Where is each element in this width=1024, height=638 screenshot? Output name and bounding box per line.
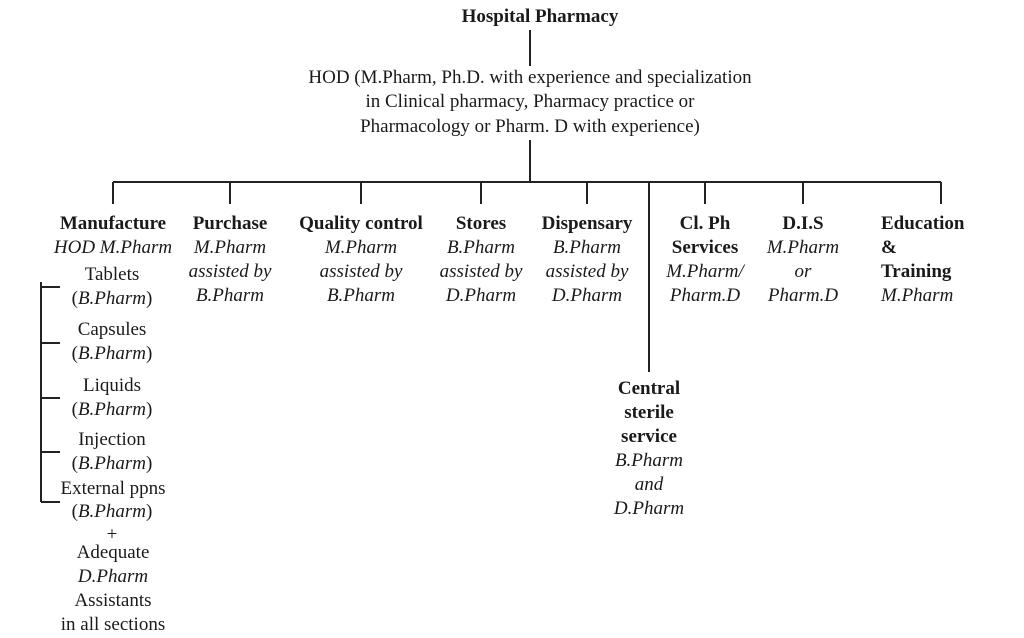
- section-capsules: Capsules: [77, 319, 147, 340]
- dept-purchase-staff-3: B.Pharm: [195, 285, 265, 306]
- dept-quality-control: Quality control M.Pharm assisted by B.Ph…: [286, 212, 436, 308]
- dept-css-staff-1: B.Pharm: [614, 450, 684, 471]
- dept-purchase: Purchase M.Pharm assisted by B.Pharm: [180, 212, 280, 308]
- dept-dispensary: Dispensary B.Pharm assisted by D.Pharm: [533, 212, 641, 308]
- dept-clinical-pharmacy-title-1: Cl. Ph: [679, 213, 731, 234]
- manufacture-note-2: D.Pharm: [77, 566, 149, 587]
- dept-clinical-pharmacy: Cl. Ph Services M.Pharm/ Pharm.D: [657, 212, 753, 308]
- dept-purchase-title: Purchase: [192, 213, 268, 234]
- dept-manufacture-head: HOD M.Pharm: [53, 237, 173, 258]
- dept-dis-title: D.I.S: [782, 213, 824, 234]
- hod-line-1: HOD (M.Pharm, Ph.D. with experience and …: [308, 67, 752, 88]
- dept-education-title-3: Training: [881, 261, 952, 282]
- dept-clinical-pharmacy-staff-2: Pharm.D: [669, 285, 741, 306]
- dept-clinical-pharmacy-staff-1: M.Pharm/: [666, 261, 744, 282]
- dept-css-title-1: Central: [617, 378, 681, 399]
- dept-central-sterile-service: Central sterile service B.Pharm and D.Ph…: [595, 377, 703, 521]
- dept-dispensary-staff-3: D.Pharm: [551, 285, 623, 306]
- section-capsules-staff: (B.Pharm): [71, 343, 153, 364]
- dept-education-staff-1: M.Pharm: [881, 285, 954, 306]
- dept-education-title-2: &: [881, 237, 897, 258]
- section-external-ppns-staff: (B.Pharm): [71, 501, 153, 522]
- dept-quality-control-title: Quality control: [299, 213, 423, 234]
- dept-dis: D.I.S M.Pharm or Pharm.D: [758, 212, 848, 308]
- dept-manufacture-title: Manufacture: [59, 213, 167, 234]
- dept-stores: Stores B.Pharm assisted by D.Pharm: [434, 212, 528, 308]
- section-injection: Injection: [78, 429, 146, 450]
- dept-stores-staff-3: D.Pharm: [445, 285, 517, 306]
- manufacture-note-1: Adequate: [76, 542, 150, 563]
- dept-dispensary-title: Dispensary: [541, 213, 633, 234]
- dept-education-title-1: Education: [881, 213, 965, 234]
- dept-education-training: Education & Training M.Pharm: [881, 212, 991, 308]
- dept-stores-staff-2: assisted by: [439, 261, 523, 282]
- section-liquids: Liquids: [82, 375, 142, 396]
- dept-dis-staff-2: or: [794, 261, 812, 282]
- dept-stores-staff-1: B.Pharm: [446, 237, 516, 258]
- dept-dispensary-staff-2: assisted by: [545, 261, 629, 282]
- section-tablets: Tablets: [84, 264, 140, 285]
- hod-line-2: in Clinical pharmacy, Pharmacy practice …: [365, 91, 695, 112]
- section-injection-staff: (B.Pharm): [71, 453, 153, 474]
- hod-line-3: Pharmacology or Pharm. D with experience…: [360, 116, 700, 137]
- section-tablets-staff: (B.Pharm): [71, 288, 153, 309]
- section-liquids-staff: (B.Pharm): [71, 399, 153, 420]
- dept-css-staff-2: and: [634, 474, 664, 495]
- dept-stores-title: Stores: [455, 213, 507, 234]
- dept-css-title-3: service: [621, 426, 677, 447]
- dept-dis-staff-1: M.Pharm: [766, 237, 840, 258]
- manufacture-note-4: in all sections: [60, 614, 166, 635]
- dept-quality-control-staff-1: M.Pharm: [324, 237, 398, 258]
- dept-dispensary-staff-1: B.Pharm: [552, 237, 622, 258]
- dept-css-title-2: sterile: [624, 402, 674, 423]
- manufacture-note-3: Assistants: [74, 590, 152, 611]
- dept-purchase-staff-1: M.Pharm: [193, 237, 267, 258]
- dept-css-staff-3: D.Pharm: [613, 498, 685, 519]
- diagram-title: Hospital Pharmacy: [461, 6, 619, 27]
- dept-quality-control-staff-3: B.Pharm: [326, 285, 396, 306]
- dept-quality-control-staff-2: assisted by: [319, 261, 403, 282]
- section-external-ppns: External ppns: [60, 478, 166, 499]
- manufacture-plus: +: [106, 524, 118, 545]
- dept-dis-staff-3: Pharm.D: [767, 285, 839, 306]
- dept-clinical-pharmacy-title-2: Services: [671, 237, 739, 258]
- dept-purchase-staff-2: assisted by: [188, 261, 272, 282]
